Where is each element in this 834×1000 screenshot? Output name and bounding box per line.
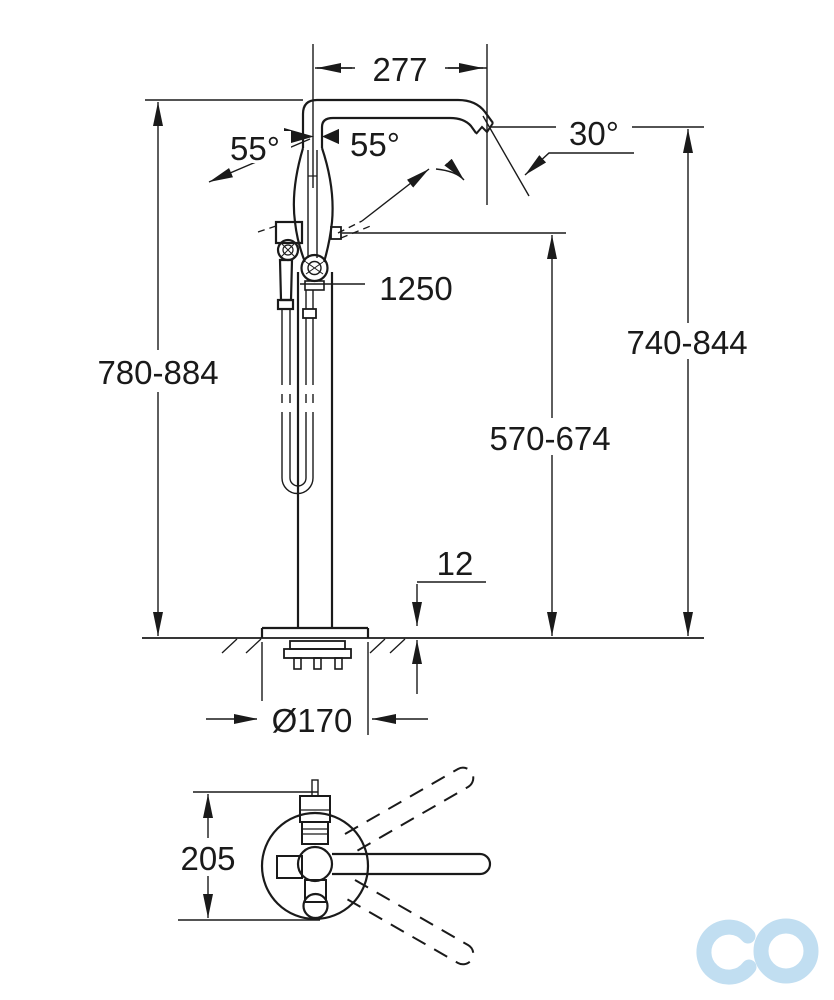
label-spout-depth: 205 <box>180 840 235 877</box>
label-hose-length: 1250 <box>379 270 452 307</box>
logo-right-loop <box>753 918 819 984</box>
label-spout-reach: 277 <box>372 51 427 88</box>
plan-spout <box>332 852 492 876</box>
column <box>296 272 334 628</box>
label-swivel-right: 55° <box>350 126 400 163</box>
plan-spout-swivel-positions <box>344 766 475 966</box>
front-view: 277 55° 55° 30° 1250 780-884 740-844 570… <box>86 44 761 739</box>
label-spout-angle: 30° <box>569 115 619 152</box>
lever-handle <box>284 128 341 145</box>
plan-lever <box>296 779 334 883</box>
watermark-infinity-logo <box>696 918 819 985</box>
label-plate-thickness: 12 <box>437 545 474 582</box>
side-connector <box>257 224 374 240</box>
plan-handshower <box>302 879 329 920</box>
ball-joint <box>300 253 329 291</box>
shower-hose <box>281 290 317 495</box>
dimension-labels: 277 55° 55° 30° 1250 780-884 740-844 570… <box>86 49 761 739</box>
label-swivel-left: 55° <box>230 130 280 167</box>
handshower-holder <box>274 220 304 311</box>
label-handshower-height: 570-674 <box>489 420 610 457</box>
label-plate-diameter: Ø170 <box>272 702 353 739</box>
plan-view: 205 <box>170 766 492 966</box>
base-plate <box>142 626 704 670</box>
plan-dimension-lines <box>178 791 320 921</box>
label-total-height: 780-884 <box>97 354 218 391</box>
plan-holder <box>276 855 303 879</box>
dimension-lines <box>145 44 704 735</box>
logo-left-loop <box>696 919 757 985</box>
label-spout-height: 740-844 <box>626 324 747 361</box>
